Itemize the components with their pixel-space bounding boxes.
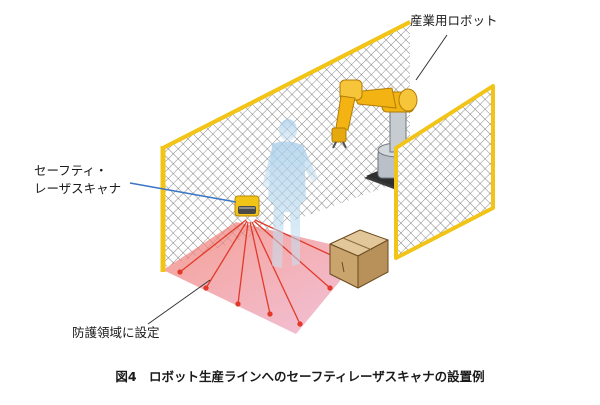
cardboard-box <box>329 229 389 289</box>
figure-caption: 図4 ロボット生産ラインへのセーフティレーザスキャナの設置例 <box>115 369 485 384</box>
safety-laser-scanner <box>234 195 260 217</box>
human-silhouette <box>262 119 318 268</box>
robot-forearm <box>335 95 356 131</box>
protective-zone <box>163 222 364 334</box>
robot-label: 産業用ロボット <box>410 13 498 28</box>
robot-gripper <box>331 127 347 143</box>
zone-label: 防護領域に設定 <box>72 325 160 340</box>
right-fence-frame <box>394 84 495 260</box>
scanner-label-line2: レーザスキャナ <box>34 181 122 196</box>
zone-leader-line <box>147 279 211 325</box>
scanner-leader-line <box>129 182 237 203</box>
robot-leader-line <box>415 34 448 81</box>
scanner-label-line1: セーフティ・ <box>34 163 108 178</box>
right-fence-mesh <box>396 86 493 258</box>
